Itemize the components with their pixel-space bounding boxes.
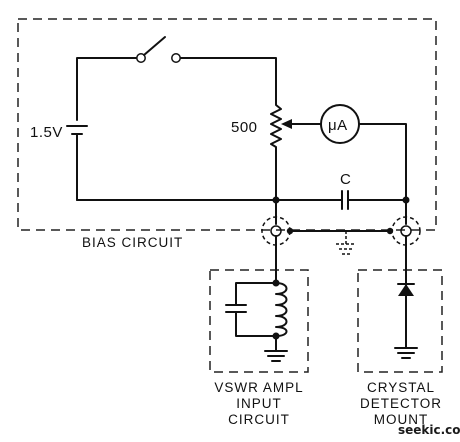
crystal-label-line1: CRYSTAL [367, 380, 435, 395]
watermark: seekic.com [398, 423, 460, 437]
battery-label: 1.5V [30, 124, 63, 141]
vswr-label-line3: CIRCUIT [228, 412, 290, 427]
potentiometer [270, 99, 322, 201]
meter-label: μA [328, 117, 348, 134]
vswr-label-line2: INPUT [236, 396, 282, 411]
capacitor-label: C [340, 171, 351, 188]
crystal-detector [394, 244, 418, 359]
crystal-box [357, 269, 443, 373]
bias-circuit-label: BIAS CIRCUIT [82, 235, 183, 250]
switch [76, 36, 277, 121]
microammeter [320, 104, 407, 201]
battery-symbol [66, 125, 88, 201]
tank-circuit [225, 244, 288, 362]
pot-label: 500 [231, 119, 258, 136]
crystal-label-line2: DETECTOR [360, 396, 442, 411]
vswr-label-line1: VSWR AMPL [214, 380, 303, 395]
shield-ground [286, 227, 394, 255]
capacitor [275, 190, 407, 210]
crystal-label-line3: MOUNT [374, 412, 429, 427]
vswr-box [209, 269, 309, 373]
